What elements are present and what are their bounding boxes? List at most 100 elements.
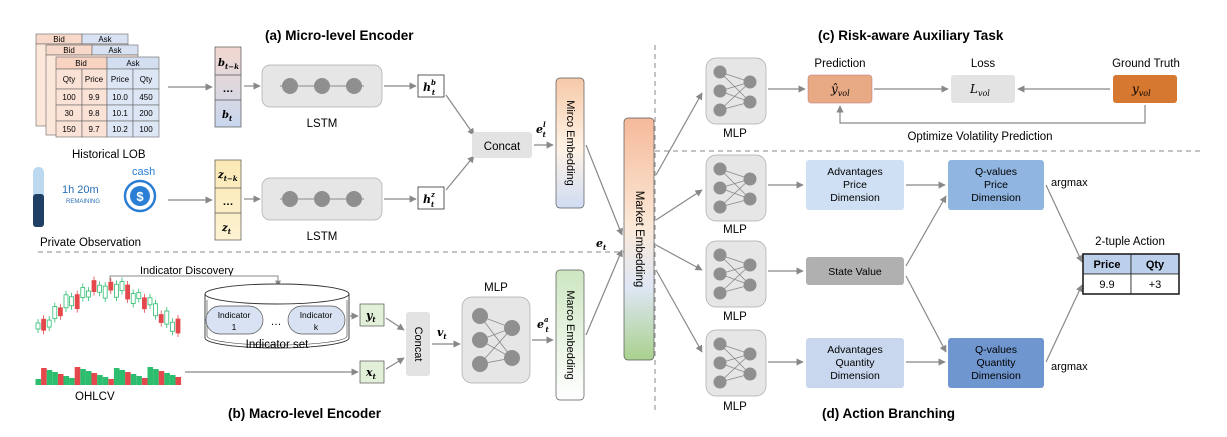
indicator-set-label: Indicator set xyxy=(246,339,309,351)
ground-truth-symbol: yvol xyxy=(1131,82,1151,98)
q-price-box xyxy=(948,160,1044,210)
lob-subheader-price-bid: Price xyxy=(85,75,104,84)
ohlcv-caption: OHLCV xyxy=(75,391,115,403)
candle-body xyxy=(58,307,63,317)
time-remaining: 1h 20m xyxy=(62,184,99,196)
loss-label: Loss xyxy=(971,58,996,70)
volume-bar xyxy=(41,368,47,385)
indicator-1-label: Indicator xyxy=(218,310,251,320)
q-price-line2: Price xyxy=(984,179,1008,191)
q-quantity-line2: Quantity xyxy=(976,357,1016,369)
branch-mlp-mid xyxy=(705,240,767,308)
candle-body xyxy=(130,293,136,304)
section-title-macro: (b) Macro-level Encoder xyxy=(228,406,382,421)
lob-back1-ask: Ask xyxy=(108,46,122,55)
ohlcv-chart xyxy=(35,276,182,385)
concat-macro-label: Concat xyxy=(412,327,424,362)
candle-body xyxy=(102,285,108,299)
loss-symbol: Lvol xyxy=(969,82,990,98)
lstm-bottom: LSTM xyxy=(261,177,383,243)
dollar-symbol: $ xyxy=(136,189,144,204)
q-quantity-line3: Dimension xyxy=(971,370,1021,382)
advantages-quantity-line3: Dimension xyxy=(830,370,880,382)
branch-mlp-top xyxy=(705,154,767,222)
volume-bar xyxy=(164,373,170,385)
advantages-price-line1: Advantages xyxy=(827,166,882,178)
q-price-line1: Q-values xyxy=(975,166,1017,178)
candle-body xyxy=(74,294,80,310)
lob-back2-bid: Bid xyxy=(53,35,65,44)
lstm-top-label: LSTM xyxy=(307,118,338,130)
argmax-price-label: argmax xyxy=(1051,177,1088,189)
lob-subheader-qty-ask: Qty xyxy=(140,75,152,84)
z-top-label: zt−k xyxy=(217,170,238,183)
volume-bar xyxy=(46,370,53,385)
indicator-1-index: 1 xyxy=(232,322,237,332)
candle-body xyxy=(108,281,114,291)
concat-micro-label: Concat xyxy=(484,141,521,153)
volume-bar xyxy=(113,368,120,385)
lob-subheader-qty-bid: Qty xyxy=(63,75,75,84)
loss-box xyxy=(951,75,1015,103)
q-quantity-box xyxy=(948,338,1044,388)
candle-body xyxy=(41,318,46,331)
volume-bar xyxy=(169,375,176,385)
section-title-micro: (a) Micro-level Encoder xyxy=(265,28,414,43)
lob-cell: 9.8 xyxy=(88,109,100,118)
volume-bar xyxy=(125,372,131,385)
micro-embedding xyxy=(555,77,585,209)
volume-bar xyxy=(57,374,64,385)
candle-body xyxy=(63,294,69,309)
branch-mlp-bottom xyxy=(705,329,767,397)
cash-icon xyxy=(123,179,157,213)
candle-body xyxy=(153,303,159,317)
candle-body xyxy=(125,284,130,300)
lob-cell: 450 xyxy=(139,93,153,102)
volume-bar xyxy=(141,378,148,385)
candle-body xyxy=(169,321,175,332)
private-observation: 1h 20m REMAINING cash $ xyxy=(33,166,157,227)
macro-mlp-label: MLP xyxy=(484,282,508,294)
market-embedding xyxy=(623,117,655,361)
time-remaining-sub: REMAINING xyxy=(66,199,100,205)
lstm-bottom-label: LSTM xyxy=(307,231,338,243)
volume-bar xyxy=(108,379,114,385)
macro-embedding xyxy=(555,269,585,401)
indicator-dots: … xyxy=(271,316,282,328)
lob-caption: Historical LOB xyxy=(72,149,146,161)
lob-back2-ask: Ask xyxy=(98,35,112,44)
v-label: vt xyxy=(437,326,447,341)
volume-bar xyxy=(74,367,81,385)
tuple-title: 2-tuple Action xyxy=(1095,236,1165,248)
macro-mlp: MLP xyxy=(461,282,531,384)
ground-truth-box xyxy=(1113,75,1177,103)
volume-bar xyxy=(63,376,70,385)
time-gauge-fill xyxy=(33,194,44,227)
advantages-price-box xyxy=(806,160,904,210)
lob-ask-header: Ask xyxy=(126,59,140,68)
volume-bar xyxy=(91,373,98,385)
prediction-label: Prediction xyxy=(814,58,865,70)
x-label: xt xyxy=(365,366,377,381)
q-price-line3: Dimension xyxy=(971,192,1021,204)
risk-mlp-label: MLP xyxy=(723,128,747,140)
volume-bar xyxy=(147,367,154,385)
advantages-quantity-line1: Advantages xyxy=(827,344,882,356)
indicator-k-index: k xyxy=(314,322,319,332)
b-bottom-label: bt xyxy=(222,110,233,123)
candle-body xyxy=(158,314,164,323)
y-label: yt xyxy=(365,309,376,324)
volume-bar xyxy=(97,375,103,385)
z-dots: … xyxy=(223,196,234,208)
volume-bar xyxy=(80,369,86,385)
candle-body xyxy=(114,283,119,298)
b-sequence: bt−k … bt xyxy=(214,46,242,128)
z-bottom-label: zt xyxy=(221,223,232,236)
y-box xyxy=(359,303,385,327)
tuple-value-qty: +3 xyxy=(1149,279,1162,291)
z-sequence: zt−k … zt xyxy=(214,159,242,241)
separator-lines xyxy=(38,45,1200,410)
candle-body xyxy=(46,319,52,328)
